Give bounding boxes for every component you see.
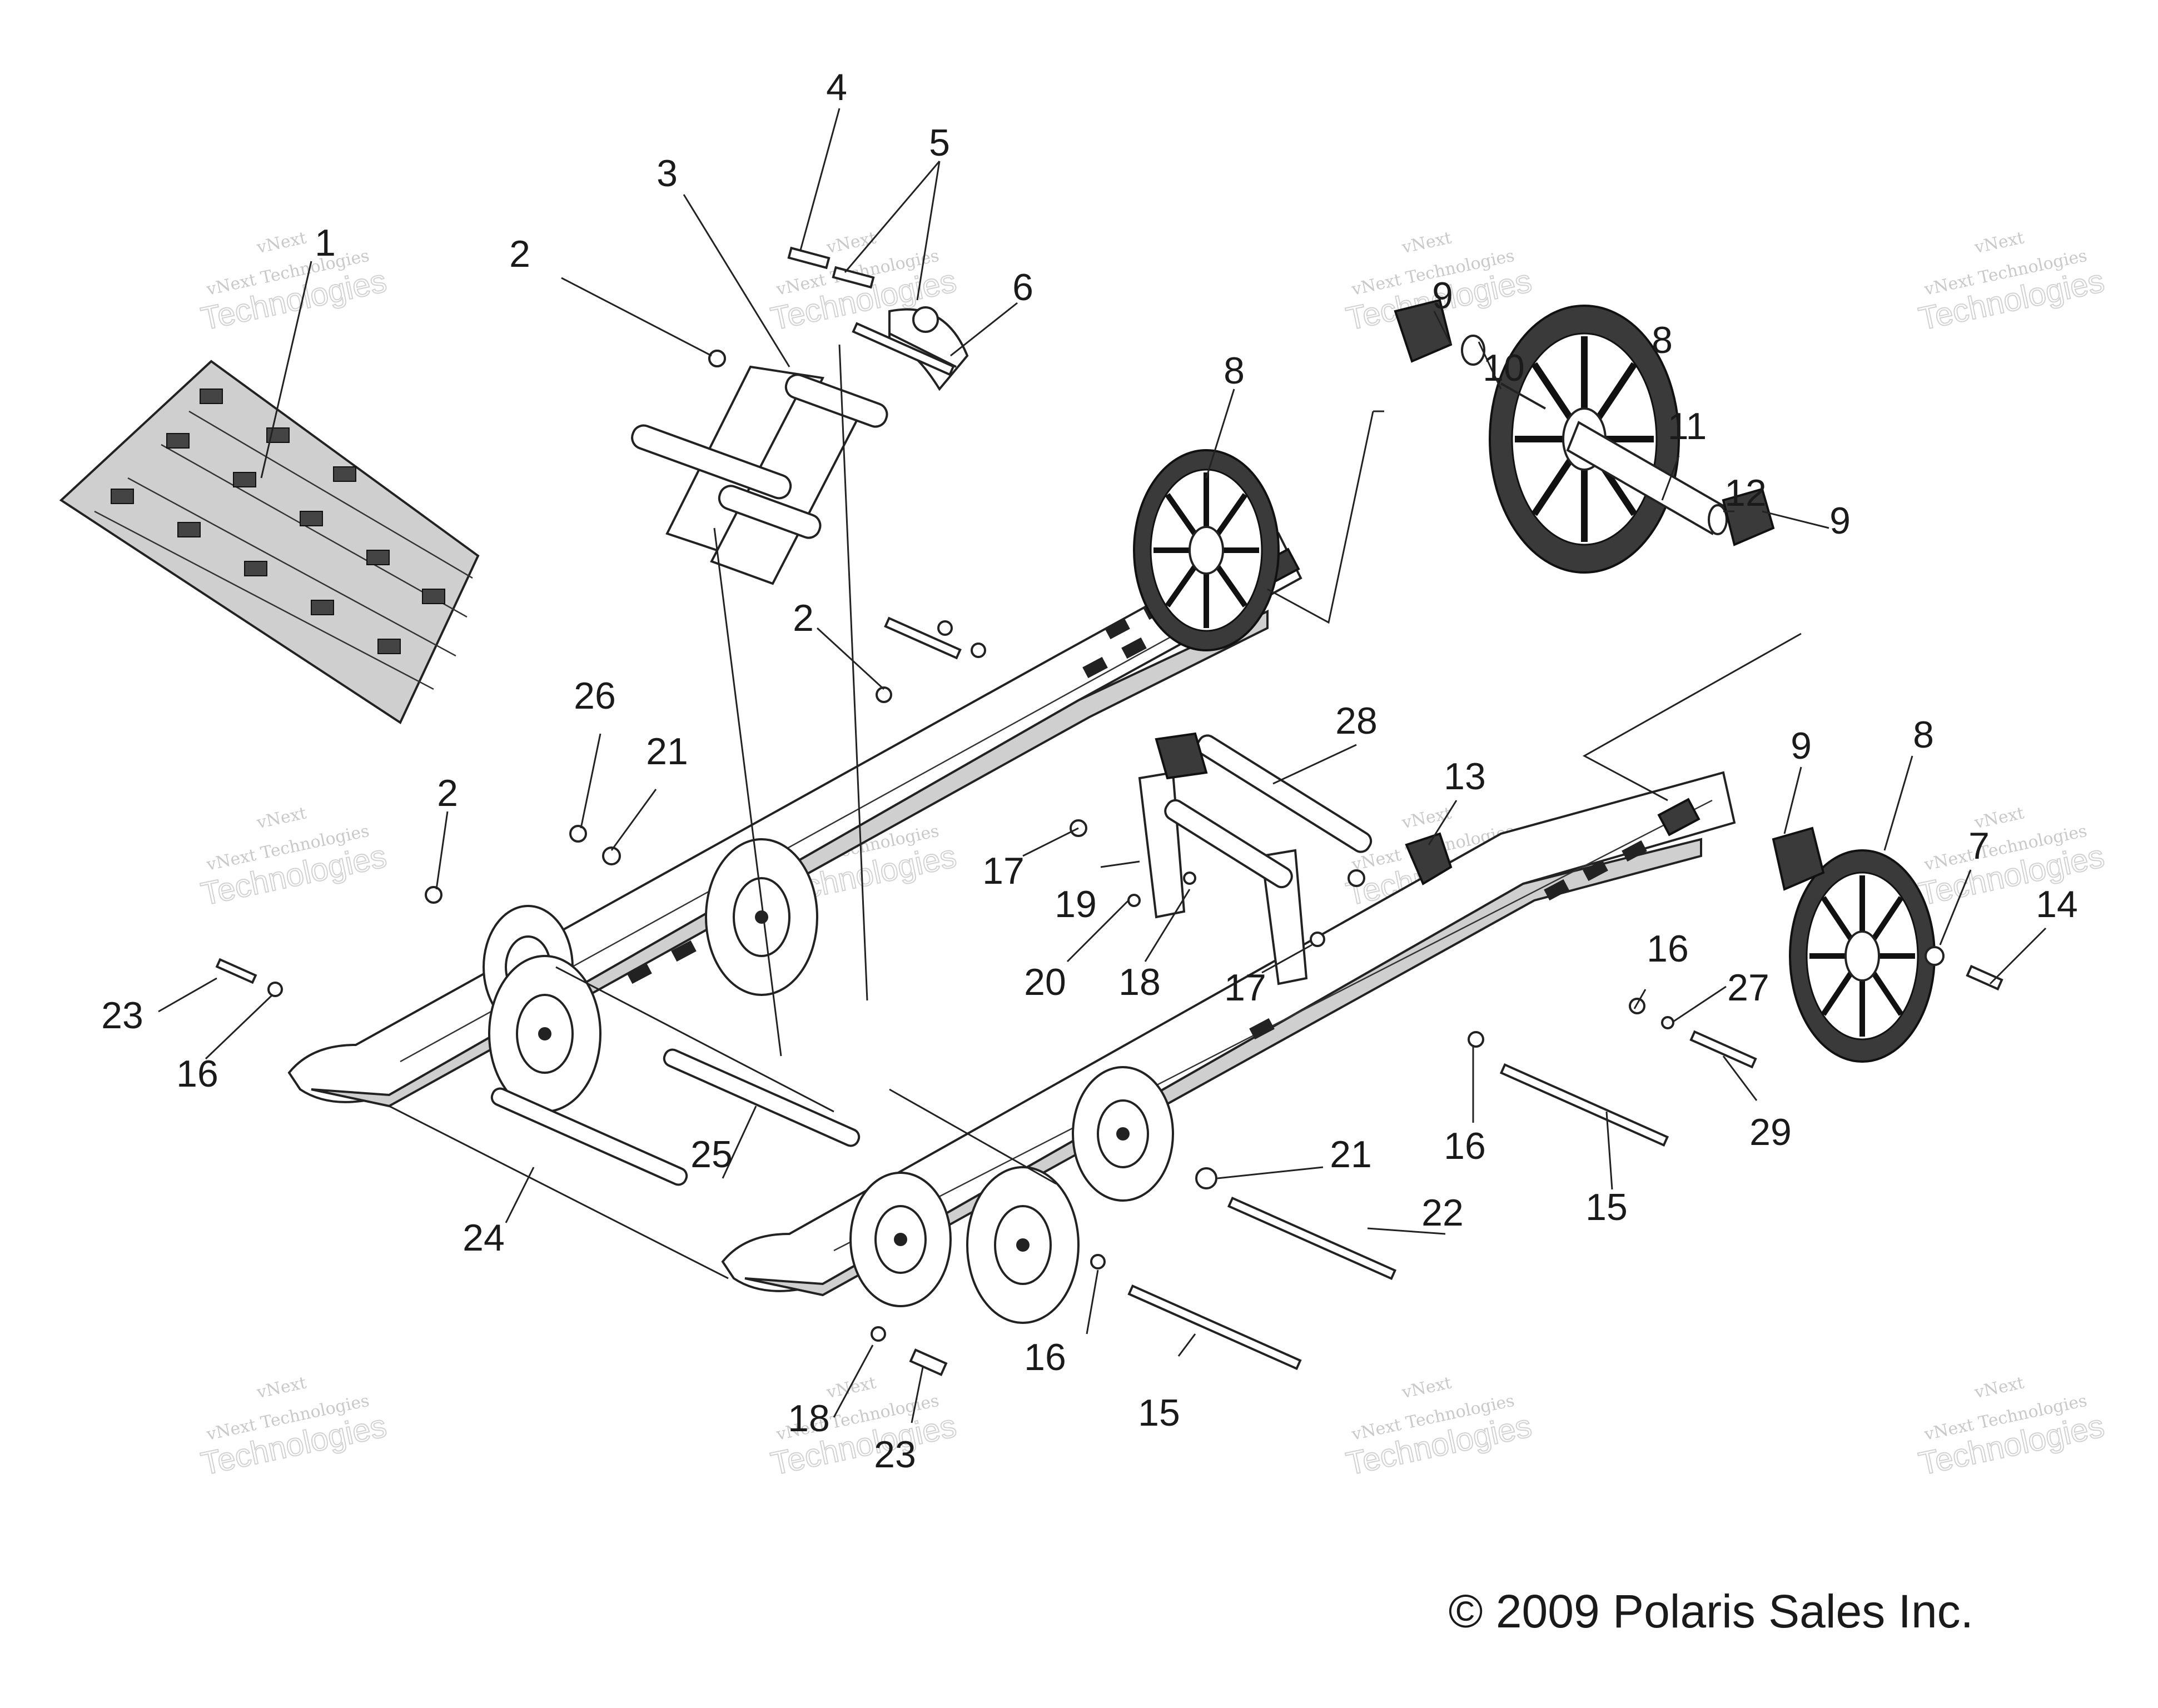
callout-6: 6 xyxy=(1012,266,1033,308)
callout-8: 8 xyxy=(1652,319,1673,361)
idler-wheels xyxy=(483,838,1174,1324)
watermark-top: vNext xyxy=(255,228,308,257)
watermark-top: vNext xyxy=(255,803,308,833)
callout-27: 27 xyxy=(1727,967,1769,1009)
callout-21: 21 xyxy=(646,730,688,773)
idler-wheel xyxy=(705,838,818,996)
callout-8: 8 xyxy=(1913,714,1934,756)
callout-8: 8 xyxy=(1224,350,1245,392)
idler-wheel xyxy=(1072,1066,1174,1202)
watermark-top: vNext xyxy=(1972,1373,2026,1402)
callout-26: 26 xyxy=(574,675,616,717)
idler-wheel xyxy=(488,955,601,1113)
rear-wheels xyxy=(1133,305,1936,1063)
fasteners xyxy=(267,350,1945,1342)
callout-leaders xyxy=(158,108,2047,1423)
callout-9: 9 xyxy=(1791,725,1812,767)
idler-wheel xyxy=(966,1166,1080,1324)
track-part xyxy=(59,360,480,724)
watermark-top: vNext xyxy=(1972,228,2026,257)
callout-14: 14 xyxy=(2036,883,2078,925)
callout-17: 17 xyxy=(1224,967,1266,1009)
callout-28: 28 xyxy=(1335,700,1378,742)
callout-15: 15 xyxy=(1138,1392,1180,1434)
callout-2: 2 xyxy=(793,597,814,639)
watermark-top: vNext xyxy=(1400,1373,1453,1402)
rear-arm xyxy=(1138,732,1373,985)
callout-16: 16 xyxy=(1024,1336,1066,1378)
callout-18: 18 xyxy=(1118,961,1161,1003)
callout-2: 2 xyxy=(509,233,530,275)
callout-7: 7 xyxy=(1968,825,1990,867)
callout-numbers: 1 2 3 4 5 6 2 8 9 10 8 11 12 9 2 26 21 2… xyxy=(101,66,2078,1476)
assembly-lines xyxy=(389,344,1802,1279)
watermark-top: vNext xyxy=(255,1373,308,1402)
callout-16: 16 xyxy=(176,1053,218,1095)
idler-wheel xyxy=(849,1172,952,1307)
callout-13: 13 xyxy=(1444,755,1486,798)
callout-19: 19 xyxy=(1055,883,1097,925)
rear-wheel xyxy=(1789,849,1936,1063)
callout-23: 23 xyxy=(874,1433,916,1476)
callout-16: 16 xyxy=(1444,1125,1486,1167)
callout-22: 22 xyxy=(1421,1192,1464,1234)
callout-21: 21 xyxy=(1330,1133,1372,1176)
callout-2: 2 xyxy=(437,772,458,814)
callout-15: 15 xyxy=(1585,1186,1628,1228)
watermark-top: vNext xyxy=(824,1373,878,1402)
cross-shafts xyxy=(215,322,2003,1376)
callout-16: 16 xyxy=(1647,928,1689,970)
watermark-top: vNext xyxy=(1400,228,1453,257)
callout-1: 1 xyxy=(315,222,336,264)
callout-23: 23 xyxy=(101,994,143,1037)
callout-25: 25 xyxy=(690,1133,733,1176)
callout-18: 18 xyxy=(788,1397,830,1440)
callout-29: 29 xyxy=(1749,1111,1792,1153)
callout-9: 9 xyxy=(1432,275,1453,317)
rear-axle xyxy=(1500,382,1728,535)
callout-11: 11 xyxy=(1668,405,1707,447)
callout-4: 4 xyxy=(826,66,847,108)
copyright-notice: © 2009 Polaris Sales Inc. xyxy=(1449,1585,1973,1637)
callout-17: 17 xyxy=(982,850,1025,892)
callout-24: 24 xyxy=(463,1217,505,1259)
callout-5: 5 xyxy=(929,122,950,164)
callout-9: 9 xyxy=(1829,500,1851,542)
rear-wheel xyxy=(1133,449,1280,651)
callout-10: 10 xyxy=(1483,347,1525,389)
callout-3: 3 xyxy=(657,152,678,195)
front-arm-linkage xyxy=(631,246,969,585)
callout-12: 12 xyxy=(1724,472,1767,514)
callout-20: 20 xyxy=(1024,961,1066,1003)
